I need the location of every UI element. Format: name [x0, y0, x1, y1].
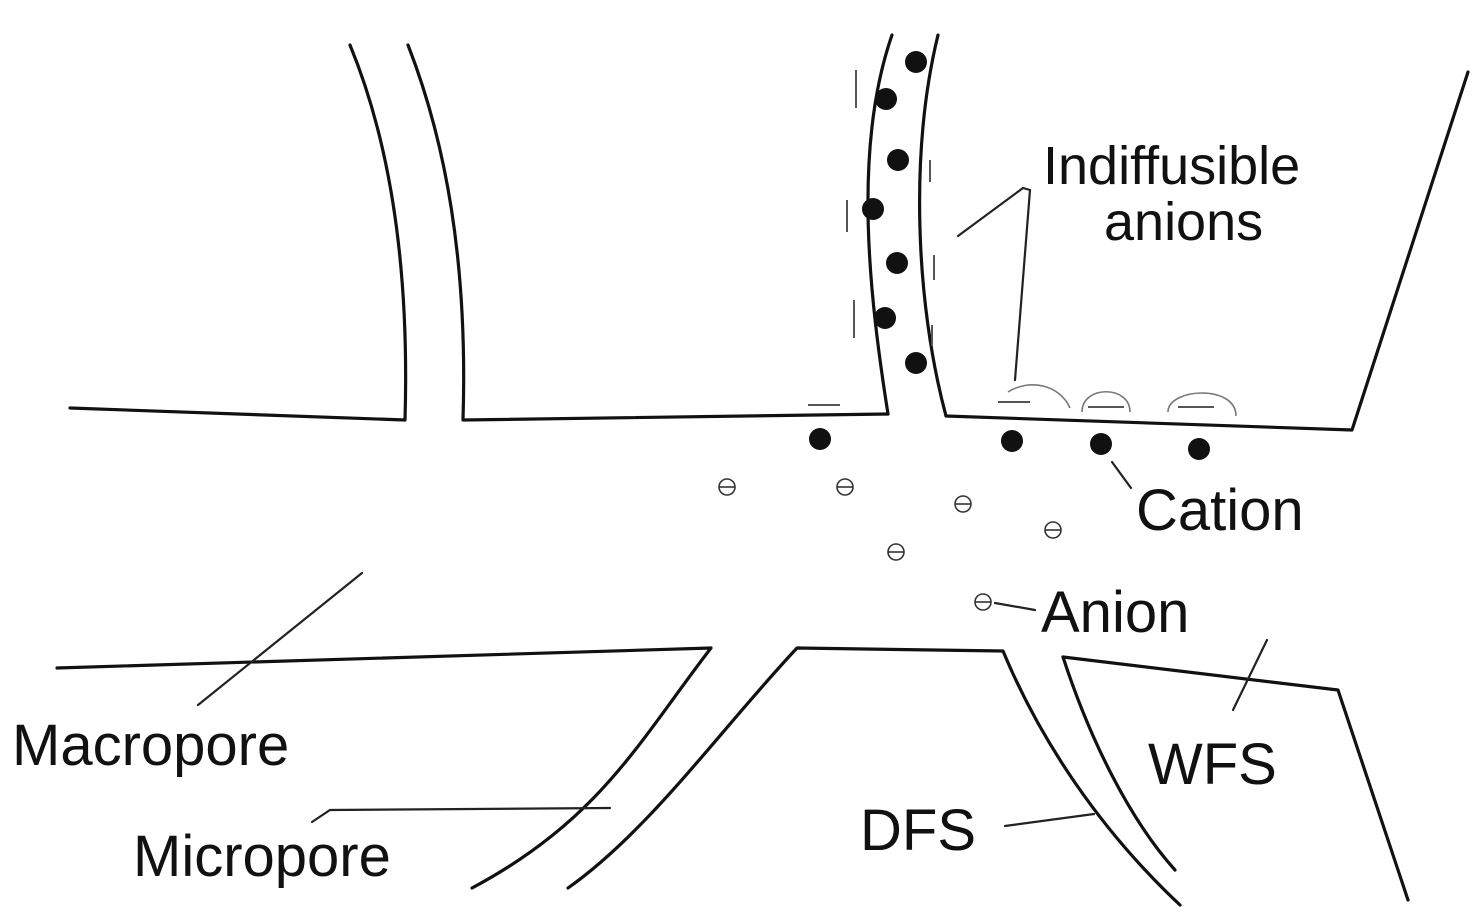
- anion-symbol: [837, 479, 853, 495]
- anion-symbol: [1045, 522, 1061, 538]
- cation-dot: [809, 428, 831, 450]
- free-anions: [719, 479, 1061, 610]
- anion-symbol: [719, 479, 735, 495]
- anion-label: Anion: [1041, 580, 1189, 645]
- anion-symbol: [888, 544, 904, 560]
- dfs-leader: [1005, 814, 1094, 826]
- indiffusible-anion: [862, 198, 884, 220]
- macropore-label: Macropore: [12, 713, 289, 778]
- indiffusible-anion: [905, 51, 927, 73]
- indiffusible-label-line1: Indiffusible: [1043, 136, 1300, 196]
- upper-left-wall: [70, 45, 406, 420]
- cation-dot: [1090, 433, 1112, 455]
- wfs-label: WFS: [1148, 732, 1277, 797]
- indiffusible-leader-1: [958, 188, 1023, 236]
- anion-symbol: [975, 594, 991, 610]
- cation-dot: [1001, 430, 1023, 452]
- lower-center-wall: [568, 648, 1180, 905]
- cation-label: Cation: [1136, 478, 1304, 543]
- indiffusible-anion: [874, 307, 896, 329]
- micropore-label: Micropore: [133, 824, 391, 889]
- indiffusible-leader-2: [1015, 188, 1030, 380]
- wfs-leader: [1233, 640, 1267, 710]
- indiffusible-anion: [886, 252, 908, 274]
- indiffusible-anion: [905, 352, 927, 374]
- dfs-label: DFS: [860, 798, 976, 863]
- anion-symbol: [955, 496, 971, 512]
- indiffusible-anion-dots: [862, 51, 927, 374]
- anion-leader: [995, 603, 1035, 610]
- indiffusible-anion: [887, 149, 909, 171]
- macropore-leader: [198, 573, 362, 705]
- indiffusible-label-line2: anions: [1104, 192, 1263, 252]
- left-channel-right-wall: [408, 45, 888, 420]
- leader-lines: [198, 188, 1267, 826]
- micropore-leader: [312, 808, 610, 822]
- labels: Indiffusible anions Cation Anion Macropo…: [12, 136, 1304, 889]
- indiffusible-anion: [875, 88, 897, 110]
- cation-leader: [1112, 462, 1131, 488]
- cation-dots: [809, 428, 1210, 460]
- cation-dot: [1188, 438, 1210, 460]
